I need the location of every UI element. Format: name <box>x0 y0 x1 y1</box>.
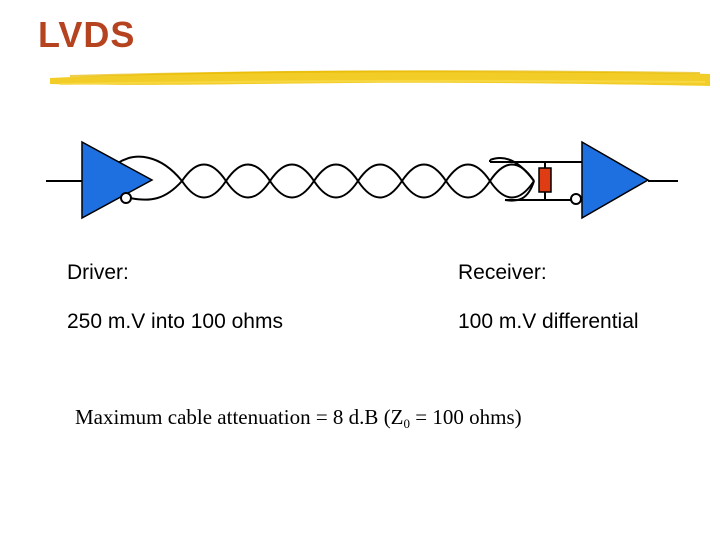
driver-triangle-icon <box>81 140 154 220</box>
receiver-inversion-bubble <box>570 193 582 205</box>
receiver-triangle-icon <box>581 140 650 220</box>
driver-inversion-bubble <box>120 192 132 204</box>
note-prefix: Maximum cable attenuation = 8 d.B (Z <box>75 405 404 429</box>
attenuation-note: Maximum cable attenuation = 8 d.B (Z0 = … <box>75 405 522 432</box>
termination-resistor-icon <box>538 167 552 193</box>
driver-heading: Driver: <box>67 261 129 284</box>
driver-spec: 250 m.V into 100 ohms <box>67 310 283 333</box>
receiver-heading: Receiver: <box>458 261 547 284</box>
twisted-pair-icon <box>117 155 582 202</box>
receiver-spec: 100 m.V differential <box>458 310 639 333</box>
lvds-link-diagram <box>46 140 678 220</box>
note-suffix: = 100 ohms) <box>410 405 522 429</box>
note-subscript: 0 <box>403 416 411 431</box>
title-underline-brush <box>50 70 710 86</box>
slide-title: LVDS <box>38 14 136 55</box>
